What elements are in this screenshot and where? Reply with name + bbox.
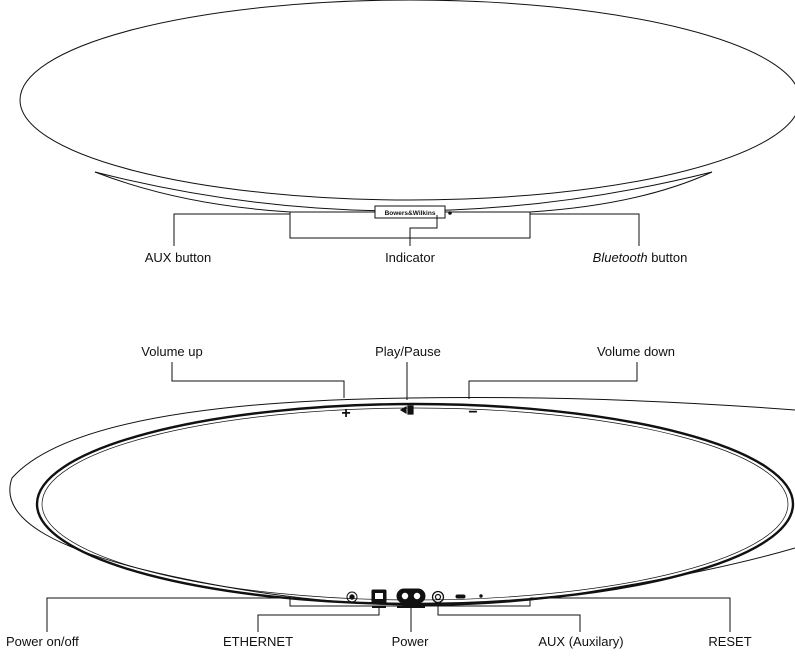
ethernet-port-label-mark [372, 606, 386, 608]
label-reset: RESET [708, 634, 752, 649]
label-bluetooth-italic: Bluetooth [592, 250, 648, 265]
leader-volume-down [468, 362, 638, 399]
power-socket-hole-left [401, 592, 409, 600]
leader-aux-button [173, 213, 290, 246]
service-port-icon [455, 594, 466, 599]
label-power: Power [391, 634, 429, 649]
speaker-top-shell [19, 0, 795, 201]
leader-aux [437, 603, 581, 632]
rear-panel [46, 588, 731, 632]
speaker-underside-curve [94, 171, 713, 212]
power-switch-inner [349, 594, 355, 600]
label-aux: AUX (Auxilary) [538, 634, 624, 649]
label-bluetooth-suffix: button [647, 250, 688, 265]
power-socket-hole-right [413, 592, 421, 600]
leader-reset [530, 597, 731, 632]
leader-power-on-off [46, 597, 290, 632]
ethernet-port-inner [375, 593, 383, 599]
speaker-outer-rim [9, 397, 795, 606]
play-pause-icon [399, 405, 414, 415]
label-play-pause: Play/Pause [375, 344, 441, 359]
aux-jack-inner [434, 593, 442, 601]
label-aux-button: AUX button [144, 250, 212, 265]
indicator-light-dot [448, 211, 452, 215]
reset-pin-icon [479, 594, 483, 598]
power-switch-icon [346, 591, 358, 603]
speaker-inner-oval [35, 402, 795, 606]
leader-bluetooth-button [530, 213, 640, 246]
label-volume-up: Volume up [141, 344, 203, 359]
leader-volume-up [171, 362, 345, 398]
power-socket-label-mark [397, 606, 425, 608]
label-indicator: Indicator [385, 250, 435, 265]
leader-ethernet [257, 608, 380, 632]
speaker-inner-oval-rim [41, 407, 789, 601]
volume-up-icon: + [341, 405, 350, 422]
label-power-on-off: Power on/off [6, 634, 79, 649]
aux-jack-icon [431, 590, 445, 604]
brand-plate [374, 205, 446, 219]
leader-indicator [409, 215, 438, 246]
label-bluetooth-button: Bluetooth button [593, 250, 688, 266]
power-socket-icon [396, 588, 426, 604]
label-volume-down: Volume down [596, 344, 676, 359]
brand-logo-text: Bowers&Wilkins [385, 210, 436, 217]
front-view [19, 0, 795, 246]
label-ethernet: ETHERNET [222, 634, 294, 649]
top-view [9, 362, 795, 606]
volume-down-icon: − [468, 404, 477, 421]
